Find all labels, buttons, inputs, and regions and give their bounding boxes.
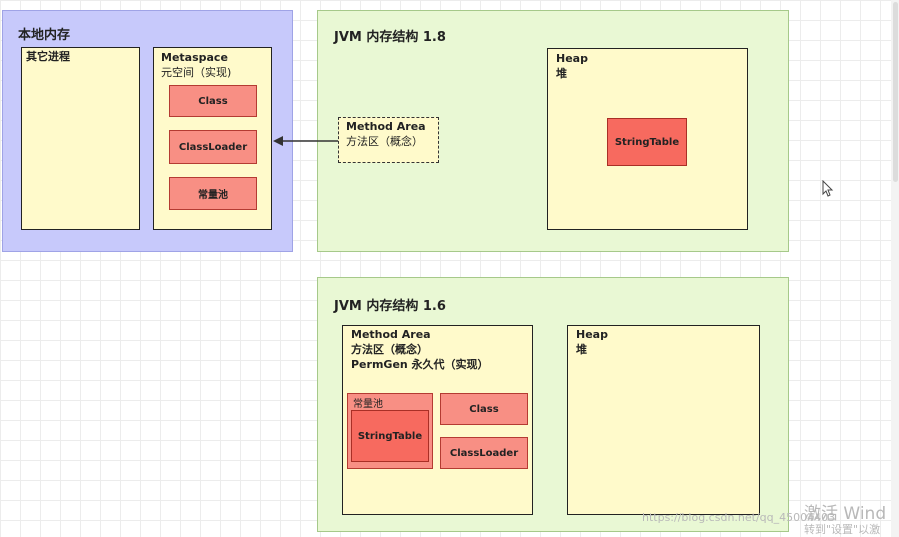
jvm16-heap-title: Heap [576, 328, 608, 341]
jvm18-method-area-title: Method Area [346, 120, 426, 133]
jvm18-heap-title: Heap [556, 52, 588, 65]
other-process-box [21, 47, 140, 230]
jvm18-method-area-box [338, 117, 439, 163]
jvm16-method-area-title: Method Area [351, 328, 431, 341]
jvm18-method-area-subtitle: 方法区（概念） [346, 135, 423, 148]
scrollbar-thumb[interactable] [893, 2, 898, 182]
jvm18-title: JVM 内存结构 1.8 [334, 30, 446, 45]
jvm16-heap-box [567, 325, 760, 515]
activate-windows-hint: 转到"设置"以激 [804, 523, 881, 536]
metaspace-classloader: ClassLoader [169, 130, 257, 164]
mouse-cursor-icon [822, 180, 834, 197]
jvm18-heap-subtitle: 堆 [556, 67, 567, 80]
metaspace-title: Metaspace [161, 51, 228, 64]
implements-arrow [273, 136, 338, 146]
metaspace-class: Class [169, 85, 257, 117]
jvm16-method-area-permgen: PermGen 永久代（实现） [351, 358, 489, 371]
activate-windows-watermark: 激活 Wind [804, 504, 887, 524]
jvm16-method-area-concept: 方法区（概念） [351, 343, 428, 356]
jvm18-string-table: StringTable [607, 118, 687, 166]
metaspace-constant-pool: 常量池 [169, 177, 257, 210]
csdn-url-watermark: https://blog.csdn.net/qq_45004403 [642, 511, 836, 524]
jvm16-class: Class [440, 393, 528, 425]
metaspace-subtitle: 元空间（实现) [161, 66, 232, 79]
jvm16-classloader: ClassLoader [440, 437, 528, 469]
jvm16-heap-subtitle: 堆 [576, 343, 587, 356]
jvm16-title: JVM 内存结构 1.6 [334, 299, 446, 314]
vertical-scrollbar[interactable] [891, 0, 899, 537]
jvm16-string-table: StringTable [351, 410, 429, 462]
jvm16-constant-pool-label: 常量池 [353, 399, 383, 410]
other-process-label: 其它进程 [26, 50, 70, 63]
native-memory-title: 本地内存 [18, 28, 71, 43]
